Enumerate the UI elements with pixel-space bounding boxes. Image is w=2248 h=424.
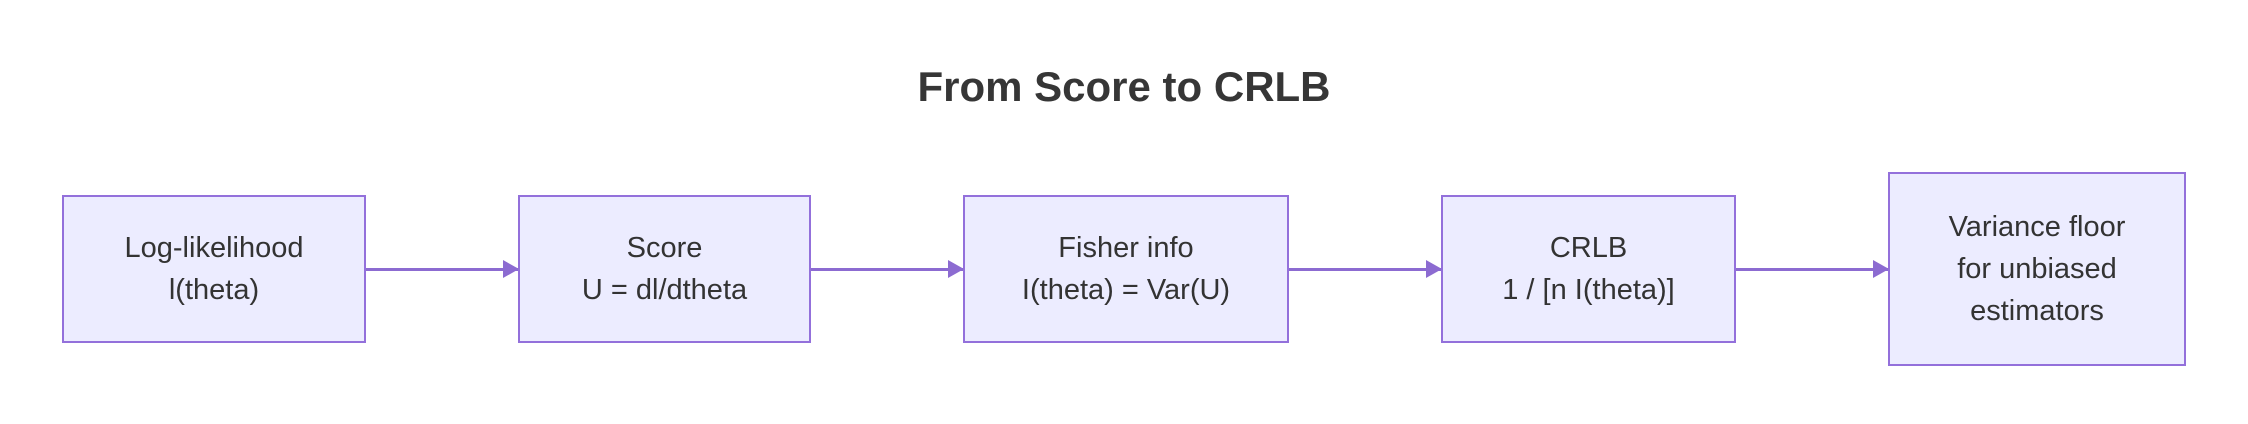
flowchart-row: Log-likelihood l(theta) Score U = dl/dth… (62, 172, 2186, 366)
arrow-right-icon (811, 267, 963, 271)
node-fisher-info: Fisher info I(theta) = Var(U) (963, 195, 1289, 343)
node-log-likelihood: Log-likelihood l(theta) (62, 195, 366, 343)
node-score: Score U = dl/dtheta (518, 195, 811, 343)
arrow-right-icon (1289, 267, 1441, 271)
node-crlb: CRLB 1 / [n I(theta)] (1441, 195, 1736, 343)
diagram-title: From Score to CRLB (917, 63, 1331, 110)
arrow-right-icon (1736, 267, 1888, 271)
arrow-right-icon (366, 267, 518, 271)
node-variance-floor: Variance floor for unbiased estimators (1888, 172, 2186, 366)
